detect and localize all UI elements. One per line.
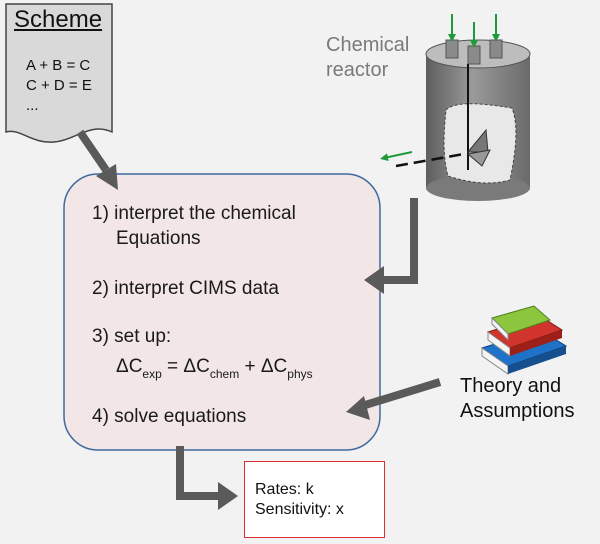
formula-equals: = ΔC <box>161 356 210 377</box>
formula-sub-exp: exp <box>142 367 162 381</box>
results-sensitivity: Sensitivity: x <box>255 501 344 518</box>
step-1-line2: Equations <box>116 228 201 249</box>
reactor-label-line1: Chemical <box>326 34 410 56</box>
process-to-results-arrow <box>176 446 220 500</box>
scheme-equation-2: C + D = E <box>26 77 92 94</box>
reactor-icon <box>395 39 531 201</box>
formula-delta-exp: ΔC <box>116 356 143 377</box>
theory-to-process-arrow <box>360 378 442 410</box>
formula-sub-chem: chem <box>209 367 240 381</box>
outflow-arrow <box>380 151 413 162</box>
formula-plus: + ΔC <box>239 356 288 377</box>
reactor-label: Chemical reactor <box>326 33 409 83</box>
theory-arrow-head <box>346 396 370 420</box>
results-arrow-head <box>218 482 238 510</box>
scheme-equation-ellipsis: ... <box>26 97 39 114</box>
reactor-to-process-arrow <box>382 198 418 284</box>
formula-sub-phys: phys <box>287 367 313 381</box>
scheme-arrow-head <box>96 164 118 190</box>
theory-line2: Assumptions <box>460 400 575 422</box>
step-2: 2) interpret CIMS data <box>92 278 279 299</box>
results-box: Rates: k Sensitivity: x <box>244 461 385 538</box>
scheme-to-process-arrow <box>76 129 110 173</box>
step-3-line1: 3) set up: <box>92 326 172 347</box>
scheme-equation-1: A + B = C <box>26 57 91 74</box>
theory-label: Theory and Assumptions <box>460 374 575 424</box>
step-3-formula: ΔCexp = ΔCchem + ΔCphys <box>116 356 313 381</box>
scheme-document-shape <box>5 3 113 143</box>
results-rates: Rates: k <box>255 481 314 498</box>
theory-line1: Theory and <box>460 375 562 397</box>
scheme-title: Scheme <box>14 6 103 33</box>
books-icon <box>480 305 568 375</box>
reactor-arrow-head <box>364 266 384 294</box>
step-4: 4) solve equations <box>92 406 247 427</box>
step-1-line1: 1) interpret the chemical <box>92 203 296 224</box>
process-box <box>63 173 381 451</box>
reactor-label-line2: reactor <box>326 59 389 81</box>
